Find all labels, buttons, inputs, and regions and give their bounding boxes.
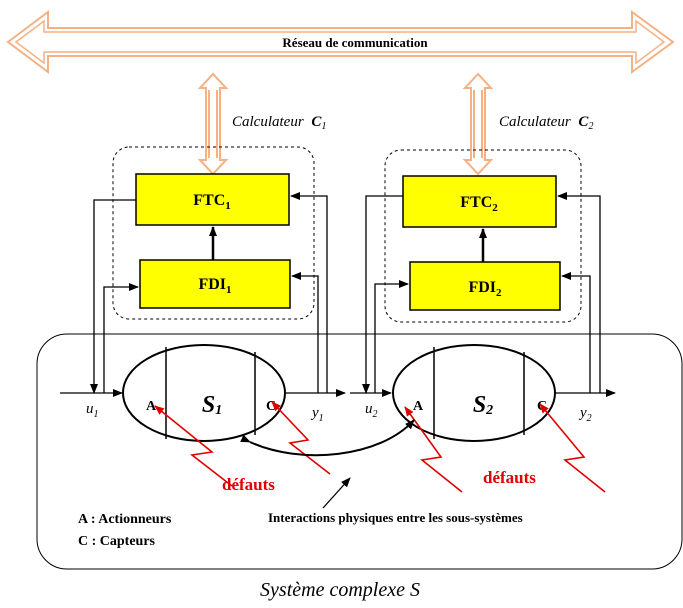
y2-label: y2 <box>578 405 592 424</box>
svg-text:C: C <box>266 399 276 414</box>
svg-text:FDI1: FDI1 <box>198 276 231 296</box>
faults-label-1: défauts <box>222 475 275 494</box>
u2-label: u2 <box>365 401 378 420</box>
network-bus: Réseau de communication <box>6 10 675 74</box>
y1-label: y1 <box>310 405 324 424</box>
fdi1-block: FDI1 <box>139 259 291 309</box>
calculator-1-label: Calculateur C1 <box>232 114 326 132</box>
svg-text:A: A <box>146 399 157 414</box>
svg-text:FTC1: FTC1 <box>193 192 231 212</box>
u1-label: u1 <box>86 401 99 420</box>
subsystem-s2: A C S2 <box>392 344 556 442</box>
svg-text:A: A <box>413 399 424 414</box>
ftc2-block: FTC2 <box>402 175 557 228</box>
network-link-2 <box>462 72 494 176</box>
calculator-2-box <box>384 149 582 323</box>
legend-actuators: A : Actionneurs <box>78 512 172 527</box>
complex-system-box <box>36 333 683 570</box>
svg-text:S2: S2 <box>473 392 493 418</box>
wiring-s2 <box>350 192 616 397</box>
network-link-1 <box>197 72 229 176</box>
svg-text:FTC2: FTC2 <box>460 194 498 214</box>
subsystem-s1: A C S1 <box>122 344 286 442</box>
calculator-1-box <box>112 146 315 320</box>
svg-text:FDI2: FDI2 <box>468 279 502 299</box>
interaction-arc <box>240 419 415 457</box>
interactions-label: Interactions physiques entre les sous-sy… <box>268 510 523 525</box>
legend-sensors: C : Capteurs <box>78 534 156 549</box>
interaction-pointer <box>322 477 351 509</box>
calculator-2-label: Calculateur C2 <box>499 114 593 132</box>
fdi2-block: FDI2 <box>409 261 561 311</box>
network-label: Réseau de communication <box>282 35 428 50</box>
faults-label-2: défauts <box>483 468 536 487</box>
system-title: Système complexe S <box>260 579 420 601</box>
ftc1-block: FTC1 <box>135 173 290 226</box>
svg-text:S1: S1 <box>202 392 222 418</box>
wiring-s1 <box>60 192 346 397</box>
